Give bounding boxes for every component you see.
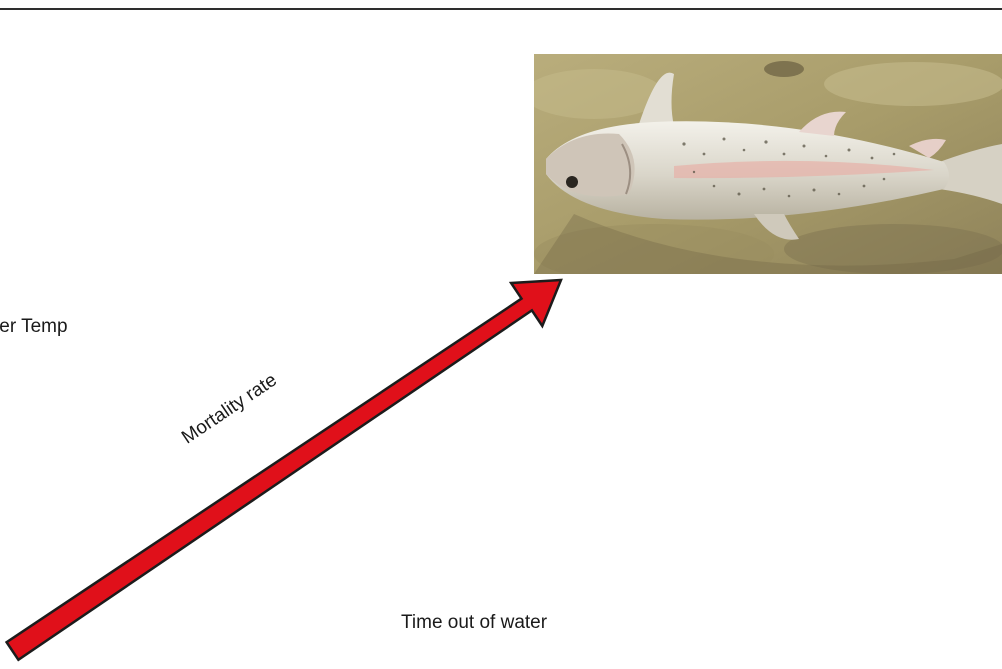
x-axis-label: Time out of water xyxy=(401,612,547,634)
y-axis-label: ter Temp xyxy=(0,316,68,338)
arrow-shape xyxy=(7,280,561,660)
